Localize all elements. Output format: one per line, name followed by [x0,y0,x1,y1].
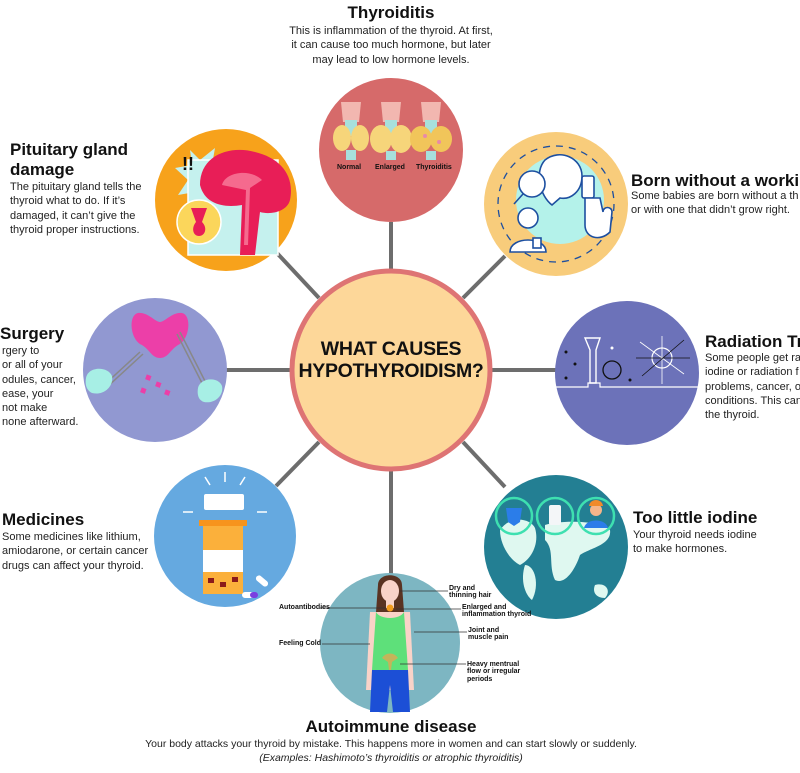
label-dry-hair-line: thinning hair [449,592,492,600]
medicines-desc: Some medicines like lithium, amiodarone,… [2,530,148,573]
radiation-desc: Some people get ra iodine or radiation f… [705,351,800,422]
surgery-desc-line: odules, cancer, [2,373,76,386]
label-dry-hair-line: Dry and [449,585,476,592]
pituitary-desc-line: thyroid proper instructions. [10,223,140,236]
thyroid-label-thyroiditis: Thyroiditis [416,164,452,171]
medicines-title: Medicines [2,510,85,529]
label-enlarged-thyroid: Enlarged and inflammation thyroid [462,604,531,619]
pituitary-circle: !! [155,129,297,271]
surgery-desc: rgery to or all of your odules, cancer, … [2,344,78,430]
pituitary-desc-line: damaged, it can’t give the [10,209,136,222]
medicines-desc-line: Some medicines like lithium, [2,531,141,543]
radiation-title: Radiation Tre [705,332,800,351]
world-map-icon [500,519,611,600]
iodine-desc: Your thyroid needs iodine to make hormon… [633,528,757,557]
radiation-icon [556,336,698,388]
surgery-desc-line: rgery to [2,345,40,357]
iodine-title: Too little iodine [633,508,758,527]
iodine-circle [484,475,628,619]
pituitary-desc-line: The pituitary gland tells the [10,181,142,193]
radiation-desc-line: problems, cancer, o [705,380,800,393]
pituitary-desc-line: thyroid what to do. If it’s [10,195,126,208]
label-feeling-cold: Feeling Cold [279,640,321,647]
pituitary-title-line: Pituitary gland [10,140,129,159]
surgery-icon [85,312,223,403]
brain-icon [175,148,291,256]
center-title-line-1: WHAT CAUSES [320,338,462,360]
label-dry-hair: Dry and thinning hair [449,585,491,600]
born-desc-line: Some babies are born without a th [631,190,799,202]
label-joint-pain-line: muscle pain [468,634,509,642]
autoimmune-title: Autoimmune disease [305,717,477,736]
woman-body-icon [366,575,414,712]
thyroiditis-desc-line: This is inflammation of the thyroid. At … [289,25,493,37]
surgery-desc-line: not make [2,402,48,415]
center-title: WHAT CAUSES HYPOTHYROIDISM? [291,338,491,383]
label-menstrual-line: Heavy mentrual [467,661,520,668]
label-joint-pain: Joint and muscle pain [468,627,508,642]
autoimmune-circle [320,573,467,713]
autoimmune-desc: Your body attacks your thyroid by mistak… [145,738,637,750]
born-circle [484,132,628,276]
exclamation-text: !! [182,154,194,174]
born-desc: Some babies are born without a th or wit… [631,189,799,218]
thyroid-label-normal: Normal [337,164,362,171]
radiation-desc-line: iodine or radiation f [705,366,799,379]
baby-test-icon [509,154,613,253]
connector-pituitary [274,250,321,300]
born-desc-line: or with one that didn’t grow right. [631,204,790,217]
center-title-line-2: HYPOTHYROIDISM? [298,360,484,383]
thyroiditis-circle [319,78,463,222]
label-enlarged-thyroid-line: Enlarged and [462,604,507,611]
surgery-desc-line: or all of your [2,359,63,372]
radiation-desc-line: conditions. This can [705,394,800,407]
iodine-desc-line: to make hormones. [633,543,728,556]
label-menstrual: Heavy mentrual flow or irregular periods [467,661,520,683]
iodine-desc-line: Your thyroid needs iodine [633,529,757,541]
radiation-desc-line: Some people get ra [705,352,800,364]
medicines-desc-line: amiodarone, or certain cancer [2,545,149,558]
radiation-circle [555,301,699,445]
connector-iodine [461,440,507,489]
surgery-desc-line: ease, your [2,387,54,400]
connectors [226,222,556,575]
surgery-desc-line: none afterward. [2,416,79,429]
thyroiditis-desc: This is inflammation of the thyroid. At … [0,24,782,67]
thyroiditis-desc-line: it can cause too much hormone, but later [291,39,491,52]
pill-bottle-icon [183,472,269,598]
label-enlarged-thyroid-line: inflammation thyroid [462,611,532,619]
pituitary-desc: The pituitary gland tells the thyroid wh… [10,180,141,237]
surgery-title: Surgery [0,324,65,343]
thyroid-gland-icon [333,102,452,160]
thyroid-label-enlarged: Enlarged [375,164,405,171]
label-autoantibodies: Autoantibodies [279,604,330,611]
label-menstrual-line: periods [467,675,493,683]
surgery-circle [83,298,227,442]
radiation-desc-line: the thyroid. [705,409,760,422]
medicines-circle [154,465,296,607]
born-title: Born without a working [631,171,800,190]
pituitary-title-line: damage [10,160,75,180]
pituitary-title: Pituitary gland damage [10,140,128,181]
label-joint-pain-line: Joint and [468,627,500,634]
medicines-desc-line: drugs can affect your thyroid. [2,559,144,572]
thyroiditis-title: Thyroiditis [347,3,435,22]
connector-medicines [274,440,321,488]
autoimmune-examples: (Examples: Hashimoto’s thyroiditis or at… [259,752,523,764]
connector-born [461,254,507,300]
label-menstrual-line: flow or irregular [467,668,521,676]
thyroiditis-desc-line: may lead to low hormone levels. [312,53,470,66]
center-circle [289,268,493,472]
